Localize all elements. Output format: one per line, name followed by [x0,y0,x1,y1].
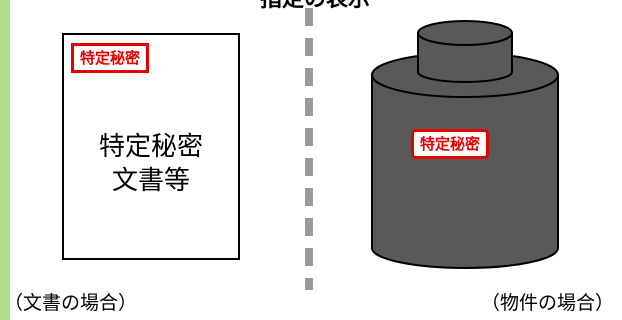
object-secret-stamp: 特定秘密 [411,129,490,159]
left-accent-border [0,0,10,320]
diagram-title: 指定の表示 [230,0,400,10]
document-body-text: 特定秘密 文書等 [64,130,238,198]
document-body-line-2: 文書等 [111,166,190,196]
document-page: 特定秘密 特定秘密 文書等 [62,33,240,260]
cylinder-object-icon [371,20,559,269]
document-case-caption: （文書の場合） [4,292,138,314]
document-body-line-1: 特定秘密 [98,132,203,162]
dashed-divider [305,8,313,290]
document-secret-stamp: 特定秘密 [71,43,150,73]
object-case-caption: （物件の場合） [480,292,614,314]
